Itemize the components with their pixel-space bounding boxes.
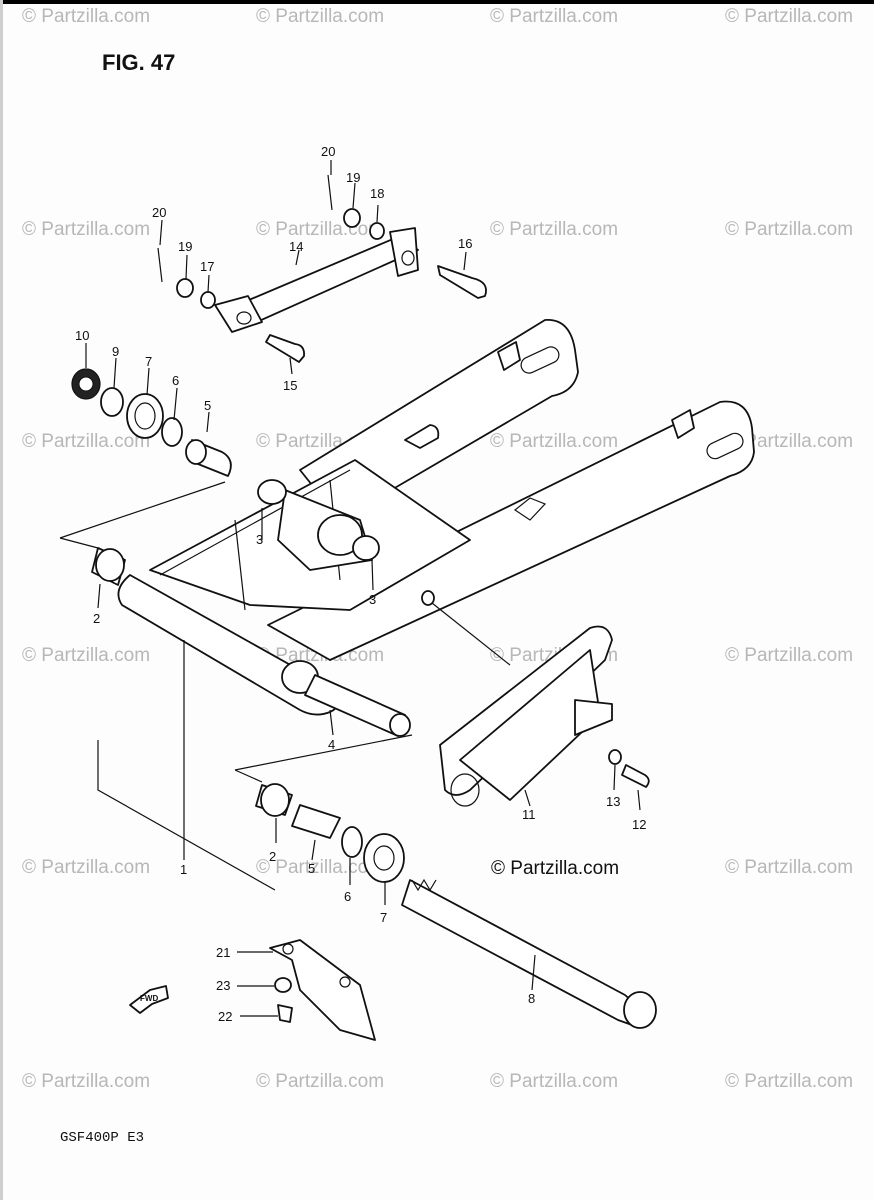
watermark: © Partzilla.com xyxy=(22,645,151,666)
label-part-14: 14 xyxy=(289,239,303,254)
label-part-3: 3 xyxy=(369,592,376,607)
watermark: © Partzilla.com xyxy=(256,1071,385,1092)
label-part-15: 15 xyxy=(283,378,297,393)
leader-lines xyxy=(59,160,641,1017)
chain-case-11 xyxy=(439,625,613,807)
label-part-23: 23 xyxy=(216,978,230,993)
copyright-notice: © Partzilla.com xyxy=(491,858,620,879)
label-part-20: 20 xyxy=(152,205,166,220)
label-part-22: 22 xyxy=(218,1009,232,1024)
watermark: © Partzilla.com xyxy=(490,431,619,452)
label-part-21: 21 xyxy=(216,945,230,960)
label-part-11: 11 xyxy=(522,807,536,822)
watermark: © Partzilla.com xyxy=(22,857,151,878)
pivot-shaft-8 xyxy=(401,878,657,1029)
label-part-20: 20 xyxy=(321,144,335,159)
label-part-12: 12 xyxy=(632,817,646,832)
watermark: © Partzilla.com xyxy=(725,6,854,27)
spacer-tube-4 xyxy=(304,674,411,737)
watermark: © Partzilla.com xyxy=(725,1071,854,1092)
mud-guard-bracket-21 xyxy=(269,939,376,1041)
washer-18 xyxy=(369,222,385,240)
label-part-5: 5 xyxy=(308,861,315,876)
torque-link-14 xyxy=(214,227,419,333)
label-part-16: 16 xyxy=(458,236,472,251)
grommet xyxy=(421,590,435,606)
svg-text:FWD: FWD xyxy=(140,994,158,1003)
watermark: © Partzilla.com xyxy=(725,431,854,452)
label-part-1: 1 xyxy=(180,862,187,877)
label-part-4: 4 xyxy=(328,737,335,752)
watermark: © Partzilla.com xyxy=(725,857,854,878)
label-part-17: 17 xyxy=(200,259,214,274)
label-part-8: 8 xyxy=(528,991,535,1006)
watermark: © Partzilla.com xyxy=(490,1071,619,1092)
watermark: © Partzilla.com xyxy=(22,6,151,27)
figure-title: FIG. 47 xyxy=(102,50,176,75)
bearing-stack-upper xyxy=(71,368,232,477)
label-part-19: 19 xyxy=(346,170,360,185)
cotter-pin-20a xyxy=(157,247,163,283)
watermark: © Partzilla.com xyxy=(490,219,619,240)
part-labels: 10 9 7 6 5 2 1 3 3 4 11 13 12 14 15 16 1… xyxy=(75,144,646,1024)
bearing-stack-lower xyxy=(91,547,405,883)
label-part-10: 10 xyxy=(75,328,89,343)
label-part-9: 9 xyxy=(112,344,119,359)
collar-13 xyxy=(608,749,622,765)
watermark: © Partzilla.com xyxy=(490,6,619,27)
washer-17 xyxy=(200,291,216,309)
bolt-15 xyxy=(265,334,305,363)
watermark: © Partzilla.com xyxy=(22,219,151,240)
label-part-18: 18 xyxy=(370,186,384,201)
model-code: GSF400P E3 xyxy=(60,1130,145,1146)
label-part-2: 2 xyxy=(269,849,276,864)
label-part-6: 6 xyxy=(344,889,351,904)
label-part-7: 7 xyxy=(145,354,152,369)
watermark: © Partzilla.com xyxy=(725,645,854,666)
nut-19b xyxy=(343,208,361,228)
cotter-pin-20b xyxy=(327,174,333,211)
label-part-7: 7 xyxy=(380,910,387,925)
scan-edge xyxy=(0,0,3,1200)
bolt-16 xyxy=(437,265,487,299)
label-part-5: 5 xyxy=(204,398,211,413)
label-part-3: 3 xyxy=(256,532,263,547)
screw-12 xyxy=(621,764,650,788)
label-part-2: 2 xyxy=(93,611,100,626)
watermark: © Partzilla.com xyxy=(22,1071,151,1092)
label-part-6: 6 xyxy=(172,373,179,388)
watermark: © Partzilla.com xyxy=(256,857,385,878)
label-part-13: 13 xyxy=(606,794,620,809)
label-part-19: 19 xyxy=(178,239,192,254)
watermark: © Partzilla.com xyxy=(22,431,151,452)
watermark: © Partzilla.com xyxy=(725,219,854,240)
fwd-arrow-icon: FWD xyxy=(129,985,169,1014)
nut-19a xyxy=(176,278,194,298)
swingarm-illustration xyxy=(117,319,755,716)
top-border xyxy=(0,0,874,4)
watermark: © Partzilla.com xyxy=(256,6,385,27)
